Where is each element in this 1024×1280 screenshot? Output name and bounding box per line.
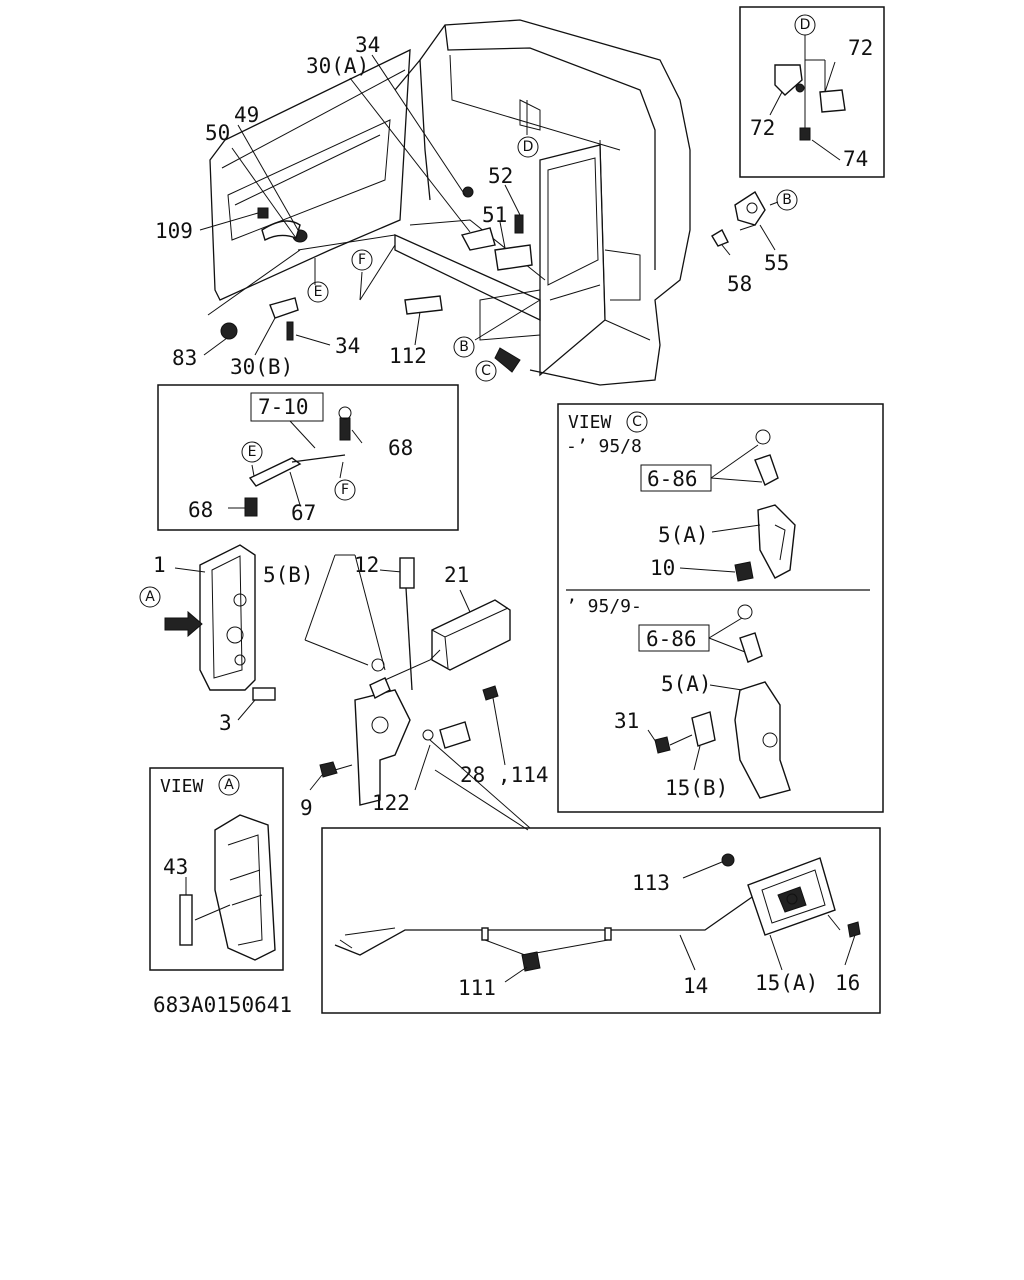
view-a-box xyxy=(149,767,284,971)
view-a-title: VIEW xyxy=(160,776,204,797)
label-16: 16 xyxy=(835,971,860,995)
detail-7-10-box xyxy=(157,384,459,531)
label-21: 21 xyxy=(444,563,469,587)
label-52: 52 xyxy=(488,164,513,188)
detail-d-box xyxy=(739,6,885,178)
svg-text:D: D xyxy=(523,139,534,155)
label-83: 83 xyxy=(172,346,197,370)
label-6-86-early: 6-86 xyxy=(647,467,698,491)
cable-handle-assembly xyxy=(334,853,861,983)
diagram-id: 683A0150641 xyxy=(153,993,292,1017)
label-15b: 15(B) xyxy=(665,776,728,800)
svg-text:D: D xyxy=(800,17,811,33)
label-15a: 15(A) xyxy=(755,971,818,995)
callout-e-main: E xyxy=(307,281,329,303)
label-30a: 30(A) xyxy=(306,54,369,78)
label-5a-late: 5(A) xyxy=(661,672,712,696)
svg-text:C: C xyxy=(632,414,642,430)
view-c-title: VIEW xyxy=(568,412,612,433)
label-49: 49 xyxy=(234,103,259,127)
label-10: 10 xyxy=(650,556,675,580)
label-5b: 5(B) xyxy=(263,563,314,587)
vehicle-rear-drawing xyxy=(209,19,691,386)
latch-assembly-1 xyxy=(164,544,276,721)
label-3: 3 xyxy=(219,711,232,735)
view-c-period-late: ’ 95/9- xyxy=(566,596,642,617)
svg-text:A: A xyxy=(224,777,234,793)
svg-text:B: B xyxy=(459,339,469,355)
callout-a-view: A xyxy=(218,774,240,796)
label-74: 74 xyxy=(843,147,868,171)
bracket-55 xyxy=(711,191,779,256)
svg-text:B: B xyxy=(782,192,792,208)
svg-text:F: F xyxy=(341,482,349,498)
label-51: 51 xyxy=(482,203,507,227)
callout-f-main: F xyxy=(351,249,373,271)
label-28-114: 28 ,114 xyxy=(460,763,549,787)
callout-a-latch: A xyxy=(139,586,161,608)
leader-lines-top xyxy=(199,54,541,356)
label-67: 67 xyxy=(291,501,316,525)
callout-c-main: C xyxy=(475,360,497,382)
cable-handle-box xyxy=(321,827,881,1014)
label-109: 109 xyxy=(155,219,193,243)
view-c-parts-late xyxy=(638,604,791,799)
view-c-period-early: -’ 95/8 xyxy=(566,436,642,457)
label-14: 14 xyxy=(683,974,708,998)
view-c-parts-early xyxy=(640,429,796,582)
callout-b-right: B xyxy=(776,189,798,211)
svg-text:F: F xyxy=(358,252,366,268)
label-34-top: 34 xyxy=(355,33,380,57)
callout-b-main: B xyxy=(453,336,475,358)
label-112: 112 xyxy=(389,344,427,368)
label-50: 50 xyxy=(205,121,230,145)
label-30b: 30(B) xyxy=(230,355,293,379)
label-68-right: 68 xyxy=(388,436,413,460)
callout-d-main: D xyxy=(517,136,539,158)
callout-f-detail: F xyxy=(334,479,356,501)
label-111: 111 xyxy=(458,976,496,1000)
svg-text:C: C xyxy=(481,363,491,379)
label-43: 43 xyxy=(163,855,188,879)
callout-c-view: C xyxy=(626,411,648,433)
rod-assembly-67 xyxy=(228,392,363,517)
lock-mechanism xyxy=(304,554,531,831)
label-31: 31 xyxy=(614,709,639,733)
label-55: 55 xyxy=(764,251,789,275)
detail-d-hinge xyxy=(769,35,846,161)
label-12: 12 xyxy=(354,553,379,577)
label-122: 122 xyxy=(372,791,410,815)
callout-d-top: D xyxy=(794,14,816,36)
label-113: 113 xyxy=(632,871,670,895)
label-34-bottom: 34 xyxy=(335,334,360,358)
view-c-box xyxy=(557,403,884,813)
label-1: 1 xyxy=(153,553,166,577)
label-72-right: 72 xyxy=(848,36,873,60)
label-68-left: 68 xyxy=(188,498,213,522)
label-6-86-late: 6-86 xyxy=(646,627,697,651)
part-labels: 34 30(A) 49 50 109 52 51 83 30(B) 34 112… xyxy=(153,33,873,1017)
view-a-handle xyxy=(179,814,276,961)
callout-e-detail: E xyxy=(241,441,263,463)
label-58: 58 xyxy=(727,272,752,296)
label-72-left: 72 xyxy=(750,116,775,140)
svg-text:A: A xyxy=(145,589,155,605)
label-9: 9 xyxy=(300,796,313,820)
svg-text:E: E xyxy=(314,284,323,300)
label-7-10: 7-10 xyxy=(258,395,309,419)
label-5a-early: 5(A) xyxy=(658,523,709,547)
svg-text:E: E xyxy=(248,444,257,460)
